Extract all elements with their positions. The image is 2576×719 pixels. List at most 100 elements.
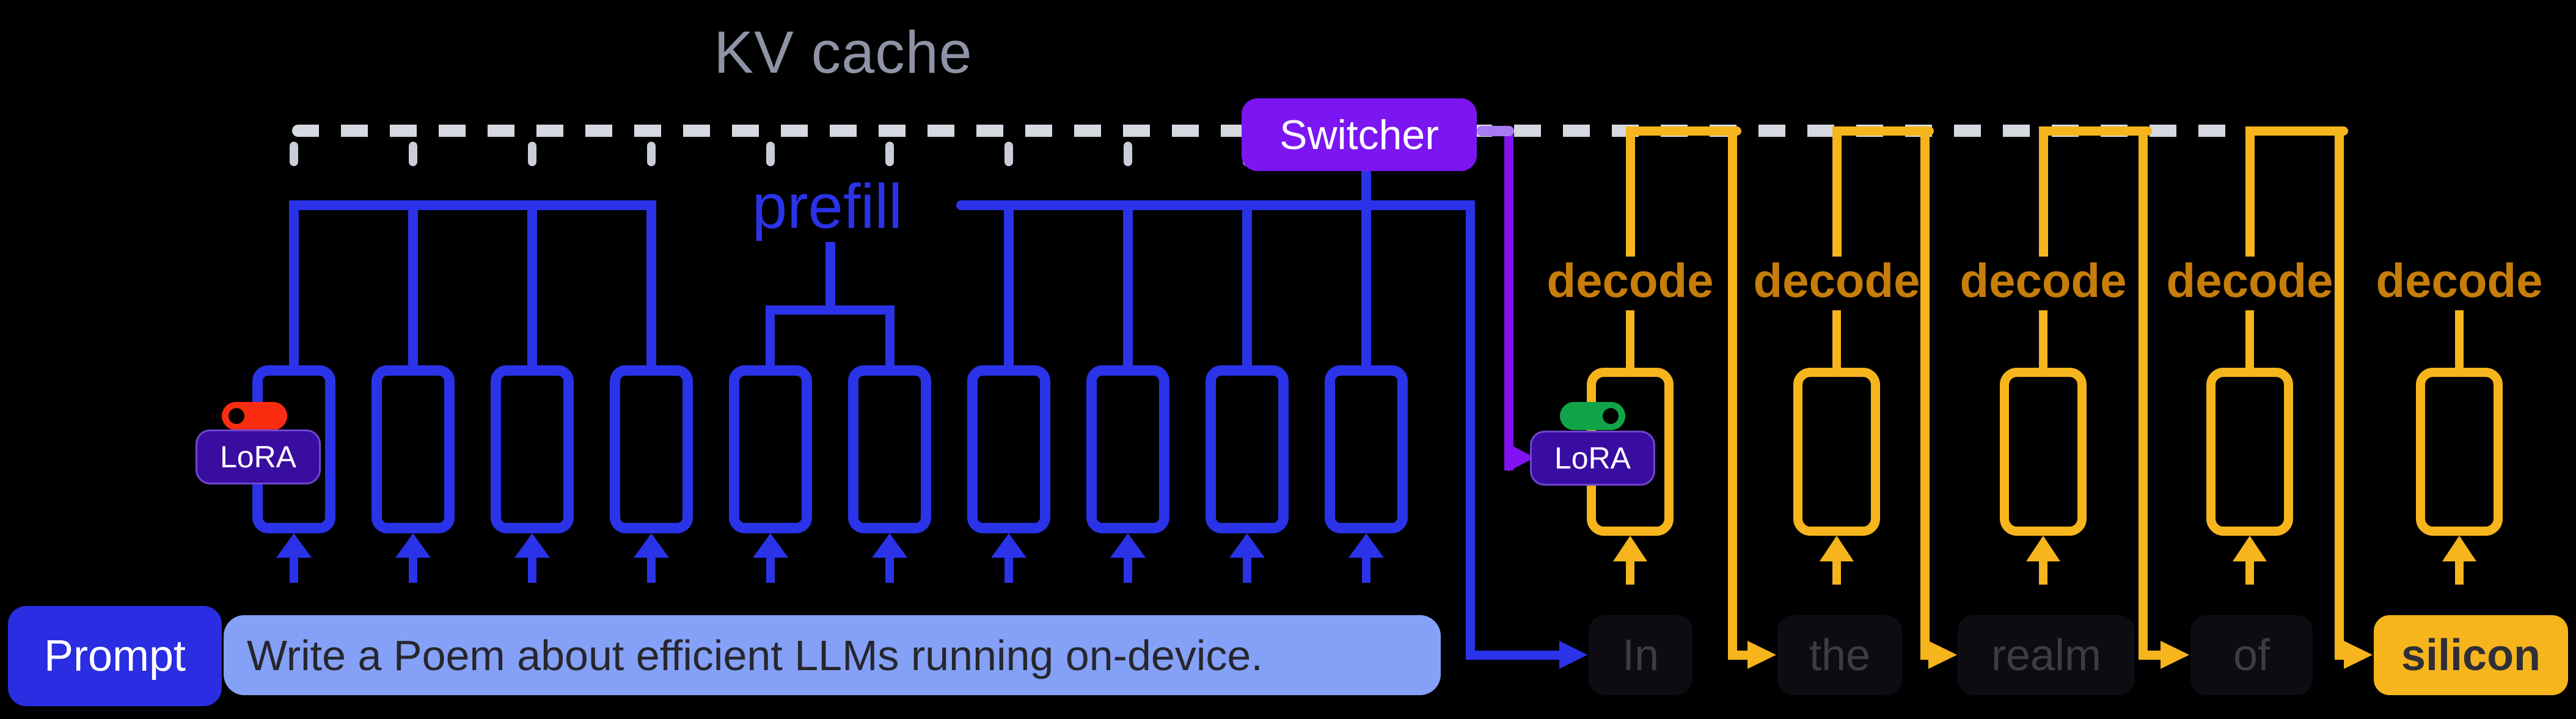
- kv-lookup-loop-left-leg: [1626, 126, 1635, 257]
- lora-badge-decode: LoRA: [1530, 431, 1655, 486]
- transformer-block: [1086, 365, 1169, 533]
- prompt-text: Write a Poem about efficient LLMs runnin…: [247, 631, 1263, 679]
- decode-stem-line: [2455, 310, 2464, 368]
- switcher-route-stub: [1477, 126, 1514, 136]
- token-box: realm: [1958, 615, 2135, 695]
- arrow-up-icon: [1348, 533, 1384, 558]
- prefill-output-line: [1466, 651, 1562, 660]
- prefill-bus-left: [289, 200, 656, 210]
- arrow-up-icon: [276, 533, 312, 558]
- arrow-up-icon: [1004, 557, 1013, 583]
- switcher-route-line: [1504, 130, 1513, 470]
- prefill-drop-line: [1242, 200, 1252, 365]
- switcher-to-block-line: [1361, 171, 1371, 365]
- kv-lookup-loop-top: [1626, 126, 1741, 136]
- lora-toggle-on-icon: [1560, 402, 1625, 430]
- kv-cache-tick: [1004, 142, 1013, 166]
- kv-cache-tick: [766, 142, 775, 166]
- transformer-block: [1325, 365, 1408, 533]
- arrow-up-icon: [1243, 557, 1251, 583]
- transformer-block: [610, 365, 693, 533]
- prompt-text-box: Write a Poem about efficient LLMs runnin…: [224, 615, 1441, 695]
- arrow-up-icon: [514, 533, 550, 558]
- kv-lookup-loop-top: [2245, 126, 2348, 136]
- prefill-label: prefill: [752, 171, 903, 241]
- arrow-up-icon: [1832, 560, 1841, 585]
- arrow-up-icon: [991, 533, 1026, 558]
- arrow-up-icon: [409, 557, 417, 583]
- token-text: silicon: [2401, 630, 2541, 680]
- decode-block: [2000, 368, 2087, 536]
- decode-output-line: [2139, 651, 2162, 660]
- decode-stem-line: [1832, 310, 1841, 368]
- transformer-block: [967, 365, 1050, 533]
- kv-cache-tick: [885, 142, 894, 166]
- toggle-knob-icon: [229, 408, 244, 424]
- switcher-label: Switcher: [1279, 111, 1439, 158]
- arrow-up-icon: [528, 557, 536, 583]
- prefill-sub-bus: [766, 305, 895, 315]
- arrow-up-icon: [1613, 536, 1647, 561]
- token-text: of: [2233, 630, 2270, 680]
- token-text: the: [1809, 630, 1871, 680]
- prefill-stem-line: [825, 242, 835, 310]
- decode-output-line: [2335, 651, 2345, 660]
- prefill-bus-right: [956, 200, 1475, 210]
- arrow-right-icon: [2344, 641, 2373, 669]
- arrow-up-icon: [2455, 560, 2464, 585]
- token-text: realm: [1991, 630, 2102, 680]
- arrow-up-icon: [872, 533, 907, 558]
- decode-stem-line: [1626, 310, 1634, 368]
- arrow-up-icon: [2039, 560, 2047, 585]
- lora-badge-prefill: LoRA: [196, 429, 321, 484]
- decode-stem-line: [2245, 310, 2254, 368]
- arrow-up-icon: [1110, 533, 1146, 558]
- arrow-up-icon: [2026, 536, 2060, 561]
- decode-label: decode: [2166, 254, 2333, 307]
- token-box-highlighted: silicon: [2374, 615, 2568, 695]
- kv-cache-tick: [528, 142, 536, 166]
- kv-cache-tick: [409, 142, 417, 166]
- lora-toggle-off-icon: [222, 402, 287, 430]
- arrow-up-icon: [753, 533, 788, 558]
- prefill-drop-line: [289, 200, 299, 365]
- kv-cache-title: KV cache: [714, 19, 973, 86]
- kv-lookup-loop-top: [2039, 126, 2152, 136]
- decode-output-line: [2335, 126, 2344, 660]
- decode-label: decode: [1546, 254, 1714, 307]
- arrow-right-icon: [1928, 641, 1957, 669]
- token-box: In: [1589, 615, 1692, 695]
- prefill-drop-line: [408, 200, 418, 365]
- arrow-up-icon: [1362, 557, 1370, 583]
- decode-block: [2206, 368, 2293, 536]
- arrow-up-icon: [2245, 560, 2254, 585]
- prefill-drop-line: [766, 305, 775, 365]
- arrow-up-icon: [1626, 560, 1634, 585]
- decode-label: decode: [1753, 254, 1920, 307]
- transformer-block: [491, 365, 574, 533]
- decode-stem-line: [2039, 310, 2047, 368]
- decode-output-line: [1728, 126, 1737, 660]
- decode-label: decode: [1959, 254, 2127, 307]
- kv-cache-tick: [647, 142, 656, 166]
- decode-block: [2416, 368, 2503, 536]
- token-text: In: [1622, 630, 1659, 680]
- prefill-drop-line: [1123, 200, 1133, 365]
- prefill-drop-line: [1004, 200, 1014, 365]
- kv-lookup-loop-top: [1832, 126, 1934, 136]
- kv-lookup-loop-left-leg: [2039, 126, 2048, 257]
- prefill-drop-line: [646, 200, 656, 365]
- lora-label: LoRA: [1554, 441, 1631, 475]
- decode-output-line: [2139, 126, 2148, 660]
- decode-output-line: [1920, 126, 1930, 660]
- arrow-right-icon: [1559, 641, 1587, 669]
- prompt-badge-label: Prompt: [43, 632, 186, 681]
- arrow-up-icon: [766, 557, 775, 583]
- arrow-up-icon: [2233, 536, 2267, 561]
- arrow-up-icon: [290, 557, 298, 583]
- decode-block: [1793, 368, 1880, 536]
- arrow-up-icon: [1229, 533, 1265, 558]
- prefill-drop-line: [885, 305, 895, 365]
- arrow-right-icon: [2161, 641, 2189, 669]
